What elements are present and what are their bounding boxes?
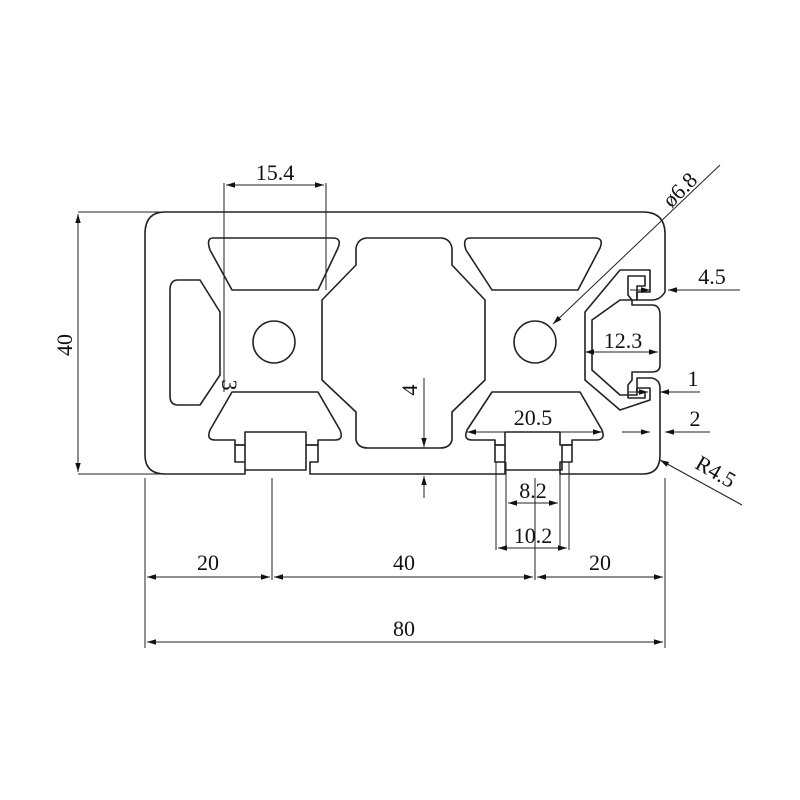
center-pitch-label: 40 xyxy=(393,550,415,575)
slot-opening-dimension: 8.2 xyxy=(505,462,561,550)
height-label: 40 xyxy=(52,334,77,356)
left-side-cavity xyxy=(169,279,221,406)
left-center-hole xyxy=(252,320,296,364)
lip-thickness-label: 1 xyxy=(688,366,699,391)
hole-diameter-label: ø6.8 xyxy=(657,167,702,212)
corner-radius-dimension: R4.5 xyxy=(659,450,743,506)
top-slot-width-label: 15.4 xyxy=(256,160,295,185)
left-pitch-label: 20 xyxy=(197,550,219,575)
height-dimension: 40 xyxy=(52,211,160,475)
lip-gap-label: 2 xyxy=(690,406,701,431)
lip-gap-dimension: 2 xyxy=(622,406,710,435)
right-top-cavity xyxy=(463,237,602,291)
side-inner-width-label: 12.3 xyxy=(604,328,643,353)
overall-width-label: 80 xyxy=(393,616,415,641)
slot-outer-label: 10.2 xyxy=(514,523,553,548)
lip-thickness-dimension: 1 xyxy=(628,366,700,395)
slot-opening-label: 8.2 xyxy=(519,478,547,503)
left-bottom-slot xyxy=(208,391,342,446)
side-slot-depth-dimension: 4.5 xyxy=(630,264,740,293)
slot-bottom-width-label: 20.5 xyxy=(514,405,553,430)
slot-bottom-width-dimension: 20.5 xyxy=(467,405,602,435)
profile-outline xyxy=(144,211,666,475)
right-pitch-label: 20 xyxy=(589,550,611,575)
left-top-cavity xyxy=(207,237,340,291)
corner-radius-label: R4.5 xyxy=(691,450,740,493)
slot-outer-dimension: 10.2 xyxy=(495,462,570,551)
side-inner-width-dimension: 12.3 xyxy=(585,328,658,355)
center-cavity xyxy=(321,237,486,449)
top-slot-width-dimension: 15.4 xyxy=(223,160,327,392)
overall-width-dimension: 80 xyxy=(147,616,663,645)
wall-depth-dimension: 4 xyxy=(397,378,427,498)
right-center-hole xyxy=(513,320,557,364)
wall-depth-label: 4 xyxy=(397,385,422,396)
web-thickness-label: 3 xyxy=(217,380,242,391)
pitch-dimension-row: 20 40 20 xyxy=(147,550,663,580)
side-slot-depth-label: 4.5 xyxy=(698,264,726,289)
